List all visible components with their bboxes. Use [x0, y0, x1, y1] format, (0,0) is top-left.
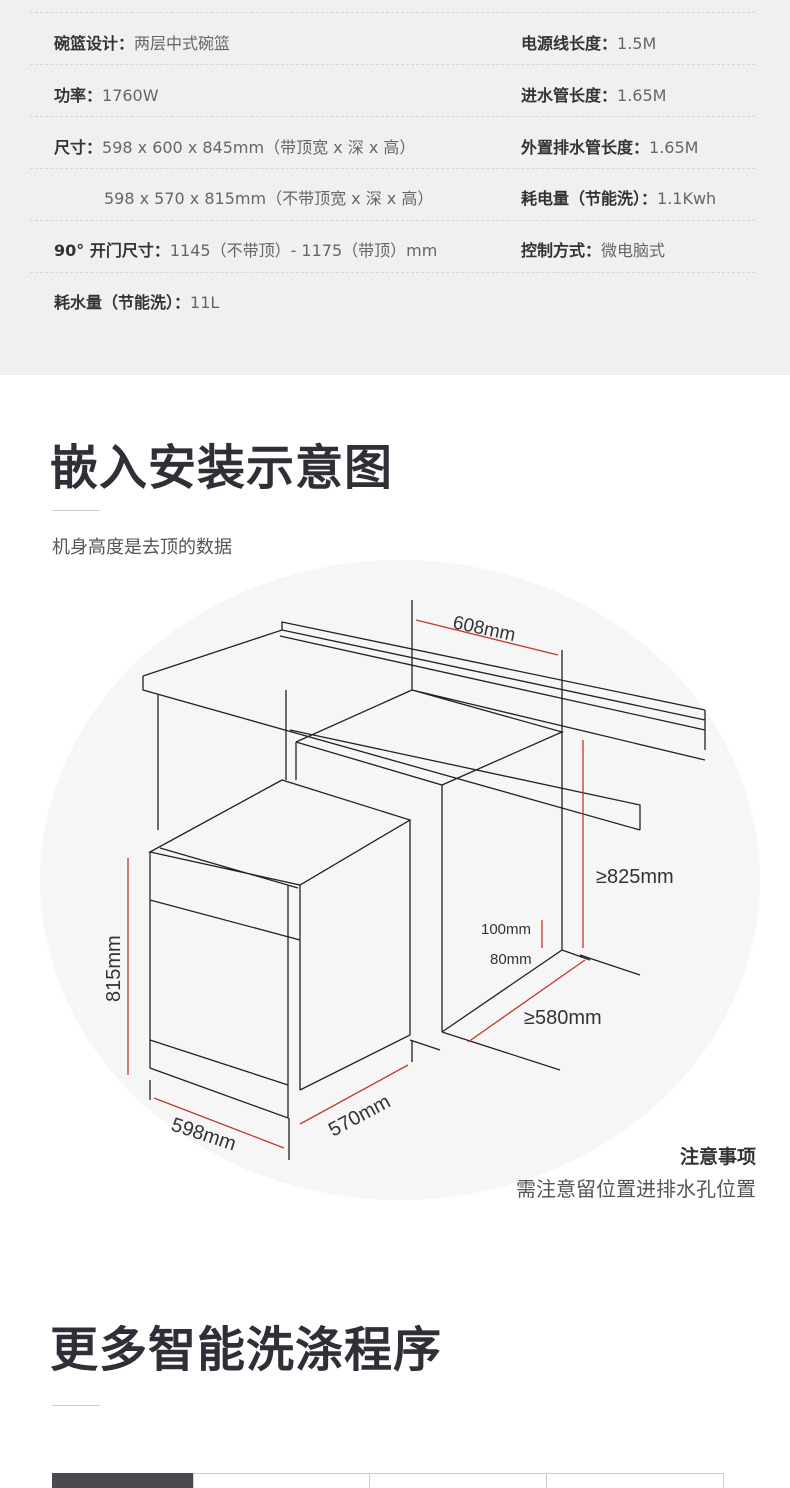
divider [30, 220, 755, 221]
note-title: 注意事项 [679, 1146, 756, 1168]
spec-control: 控制方式：微电脑式 [521, 241, 666, 260]
dim-80: 80mm [490, 951, 532, 968]
program-tabs [52, 1473, 724, 1488]
install-diagram: 608mm ≥825mm 100mm 80mm ≥580mm 815mm 598… [40, 560, 760, 1200]
title-rule [52, 1405, 100, 1406]
dim-100: 100mm [481, 921, 531, 938]
install-subtitle: 机身高度是去顶的数据 [52, 537, 232, 558]
divider [30, 12, 755, 13]
note-text: 需注意留位置进排水孔位置 [516, 1177, 756, 1201]
divider [30, 168, 755, 169]
spec-size-no-top: 598 x 570 x 815mm（不带顶宽 x 深 x 高） [104, 189, 434, 208]
spec-basket: 碗篮设计：两层中式碗篮 [54, 34, 231, 53]
spec-power-cord: 电源线长度：1.5M [521, 34, 657, 53]
divider [30, 116, 755, 117]
programs-title: 更多智能洗涤程序 [50, 1322, 443, 1378]
program-tab[interactable] [370, 1473, 547, 1488]
dim-580: ≥580mm [524, 1007, 602, 1029]
spec-drain-hose: 外置排水管长度：1.65M [521, 138, 699, 157]
diagram-lines [142, 600, 706, 1160]
dimension-lines [127, 619, 586, 1149]
dim-825: ≥825mm [596, 866, 674, 888]
spec-power: 功率：1760W [54, 86, 159, 105]
spec-section: 碗篮设计：两层中式碗篮 电源线长度：1.5M 功率：1760W 进水管长度：1.… [0, 0, 790, 375]
divider [30, 64, 755, 65]
spec-door-open: 90° 开门尺寸：1145（不带顶）- 1175（带顶）mm [54, 241, 438, 260]
spec-water: 耗水量（节能洗）：11L [54, 293, 220, 312]
spec-energy: 耗电量（节能洗）：1.1Kwh [521, 189, 717, 208]
install-title: 嵌入安装示意图 [50, 440, 394, 496]
title-rule [52, 510, 100, 511]
diagram-backdrop [40, 560, 760, 1200]
spec-size: 尺寸：598 x 600 x 845mm（带顶宽 x 深 x 高） [54, 138, 416, 157]
program-tab[interactable] [193, 1473, 370, 1488]
divider [30, 272, 755, 273]
spec-inlet-hose: 进水管长度：1.65M [521, 86, 667, 105]
program-tab[interactable] [547, 1473, 724, 1488]
program-tab-active[interactable] [52, 1473, 193, 1488]
dim-815: 815mm [103, 935, 125, 1002]
